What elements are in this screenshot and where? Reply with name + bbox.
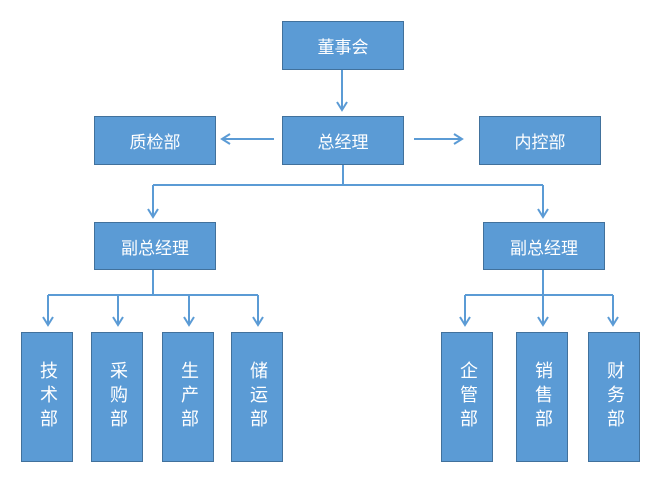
node-vice-gm-left-label: 副总经理	[121, 238, 189, 259]
node-dept-admin: 企管部	[441, 332, 493, 462]
node-dept-finance: 财务部	[588, 332, 640, 462]
node-dept-sales-label: 销售部	[532, 361, 553, 433]
node-dept-logistics: 储运部	[231, 332, 283, 462]
node-dept-production-label: 生产部	[178, 361, 199, 433]
node-dept-tech-label: 技术部	[37, 361, 58, 433]
node-internal-control-dept-label: 内控部	[514, 133, 566, 153]
node-general-manager: 总经理	[282, 116, 404, 165]
node-general-manager-label: 总经理	[317, 133, 369, 153]
node-dept-purchase-label: 采购部	[107, 361, 128, 433]
node-quality-dept-label: 质检部	[129, 133, 181, 153]
node-dept-production: 生产部	[162, 332, 214, 462]
node-vice-gm-right-label: 副总经理	[510, 238, 578, 259]
node-dept-admin-label: 企管部	[457, 361, 478, 433]
node-vice-gm-right: 副总经理	[483, 222, 605, 270]
node-quality-dept: 质检部	[94, 116, 216, 165]
node-dept-tech: 技术部	[21, 332, 73, 462]
connector-gm-to-vps	[153, 165, 344, 186]
node-vice-gm-left: 副总经理	[94, 222, 216, 270]
node-dept-sales: 销售部	[516, 332, 568, 462]
node-dept-finance-label: 财务部	[604, 361, 625, 433]
node-dept-purchase: 采购部	[91, 332, 143, 462]
node-board-label: 董事会	[317, 38, 369, 58]
node-board: 董事会	[282, 21, 404, 70]
node-internal-control-dept: 内控部	[479, 116, 601, 165]
node-dept-logistics-label: 储运部	[247, 361, 268, 433]
